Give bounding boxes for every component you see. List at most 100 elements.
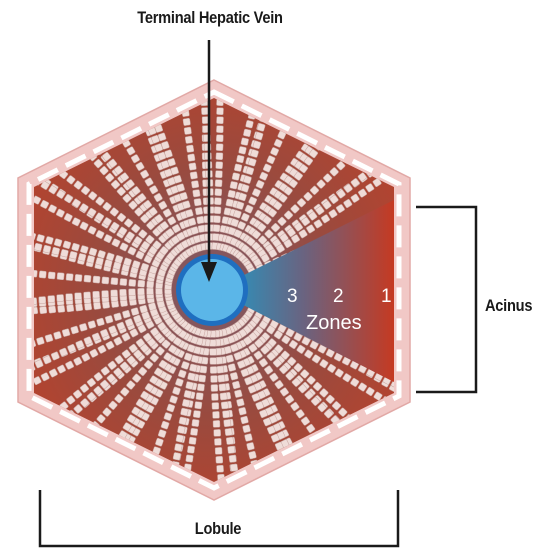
- hepatocyte-cell: [66, 273, 73, 280]
- hepatocyte-cell: [228, 190, 236, 198]
- hepatocyte-cell: [226, 437, 234, 445]
- hepatocyte-cell: [297, 471, 306, 480]
- hepatocyte-cell: [287, 466, 296, 475]
- hepatocyte-cell: [66, 123, 76, 133]
- hepatocyte-cell: [234, 164, 242, 172]
- hepatocyte-cell: [3, 308, 10, 315]
- hepatocyte-cell: [300, 480, 309, 489]
- hepatocyte-cell: [192, 419, 200, 427]
- hepatocyte-cell: [94, 92, 103, 101]
- hepatocyte-cell: [211, 376, 218, 383]
- hepatocyte-cell: [410, 326, 418, 334]
- hepatocyte-cell: [187, 154, 195, 162]
- hepatocyte-cell: [136, 498, 145, 507]
- hepatocyte-cell: [246, 442, 254, 450]
- hepatocyte-cell: [168, 488, 176, 496]
- hepatocyte-cell: [338, 467, 347, 476]
- hepatocyte-cell: [269, 70, 277, 78]
- hepatocyte-cell: [72, 441, 82, 451]
- hepatocyte-cell: [137, 82, 146, 91]
- hepatocyte-cell: [415, 287, 422, 294]
- hepatocyte-cell: [78, 125, 88, 135]
- hepatocyte-cell: [222, 410, 230, 418]
- zones-label: Zones: [306, 312, 362, 335]
- hepatocyte-cell: [99, 100, 108, 109]
- hepatocyte-cell: [69, 251, 77, 259]
- hepatocyte-cell: [39, 271, 46, 278]
- hepatocyte-cell: [20, 162, 29, 171]
- hepatocyte-cell: [201, 108, 208, 115]
- hepatocyte-cell: [330, 109, 339, 118]
- hepatocyte-cell: [255, 86, 263, 94]
- hepatocyte-cell: [216, 108, 223, 115]
- hepatocyte-cell: [84, 275, 91, 282]
- hepatocyte-cell: [241, 138, 249, 146]
- hepatocyte-cell: [106, 454, 115, 463]
- hepatocyte-cell: [415, 283, 422, 290]
- hepatocyte-cell: [216, 135, 223, 142]
- hepatocyte-cell: [186, 145, 194, 153]
- hepatocyte-cell: [274, 72, 282, 80]
- hepatocyte-cell: [129, 289, 136, 296]
- zone-2-number: 2: [333, 286, 344, 308]
- hepatocyte-cell: [198, 375, 206, 383]
- hepatocyte-cell: [139, 305, 147, 313]
- hepatocyte-cell: [60, 116, 70, 126]
- hepatocyte-cell: [8, 236, 16, 244]
- hepatocyte-cell: [213, 225, 220, 232]
- hepatocyte-cell: [294, 462, 303, 471]
- hepatocyte-cell: [84, 132, 94, 142]
- hepatocyte-cell: [232, 500, 239, 507]
- hepatocyte-cell: [433, 284, 440, 291]
- hepatocyte-cell: [197, 63, 204, 70]
- hepatocyte-cell: [66, 448, 76, 458]
- hepatocyte-cell: [219, 384, 226, 391]
- hepatocyte-cell: [271, 80, 279, 88]
- hepatocyte-cell: [424, 283, 431, 290]
- hepatocyte-cell: [230, 181, 238, 189]
- hepatocyte-cell: [68, 110, 78, 120]
- hepatocyte-cell: [267, 79, 275, 87]
- hepatocyte-cell: [71, 119, 81, 129]
- hepatocyte-cell: [236, 499, 244, 507]
- hepatocyte-cell: [3, 302, 10, 309]
- hepatocyte-cell: [411, 217, 420, 226]
- hepatocyte-cell: [288, 106, 297, 115]
- hepatocyte-cell: [84, 131, 94, 141]
- hepatocyte-cell: [356, 142, 366, 152]
- hepatocyte-cell: [210, 358, 217, 365]
- hepatocyte-cell: [41, 435, 51, 445]
- hepatocyte-cell: [221, 402, 229, 410]
- hepatocyte-cell: [79, 124, 89, 134]
- hepatocyte-cell: [73, 117, 83, 127]
- hepatocyte-cell: [304, 488, 313, 497]
- hepatocyte-cell: [60, 454, 70, 464]
- hepatocyte-cell: [75, 274, 82, 281]
- hepatocyte-cell: [385, 149, 395, 159]
- hepatocyte-cell: [304, 488, 313, 497]
- hepatocyte-cell: [215, 171, 222, 178]
- hepatocyte-cell: [296, 482, 305, 491]
- hepatocyte-cell: [93, 276, 100, 283]
- hepatocyte-cell: [179, 417, 187, 425]
- hepatocyte-cell: [260, 504, 268, 512]
- hepatocyte-cell: [167, 497, 175, 505]
- hepatocyte-cell: [216, 456, 223, 463]
- hepatocyte-cell: [258, 495, 266, 503]
- hepatocyte-cell: [32, 425, 42, 435]
- hepatocyte-cell: [420, 213, 429, 222]
- hepatocyte-cell: [213, 420, 220, 427]
- hepatocyte-cell: [162, 496, 170, 504]
- hepatocyte-cell: [238, 146, 246, 154]
- hepatocyte-cell: [369, 440, 379, 450]
- hepatocyte-cell: [212, 402, 219, 409]
- zone-1-number: 1: [381, 286, 392, 308]
- hepatocyte-cell: [214, 207, 221, 214]
- hepatocyte-cell: [8, 387, 17, 396]
- hepatocyte-cell: [189, 364, 197, 372]
- hepatocyte-cell: [243, 129, 251, 137]
- hepatocyte-cell: [111, 290, 118, 297]
- hepatocyte-cell: [102, 290, 109, 297]
- hepatocyte-cell: [232, 381, 240, 389]
- hepatocyte-cell: [141, 91, 150, 100]
